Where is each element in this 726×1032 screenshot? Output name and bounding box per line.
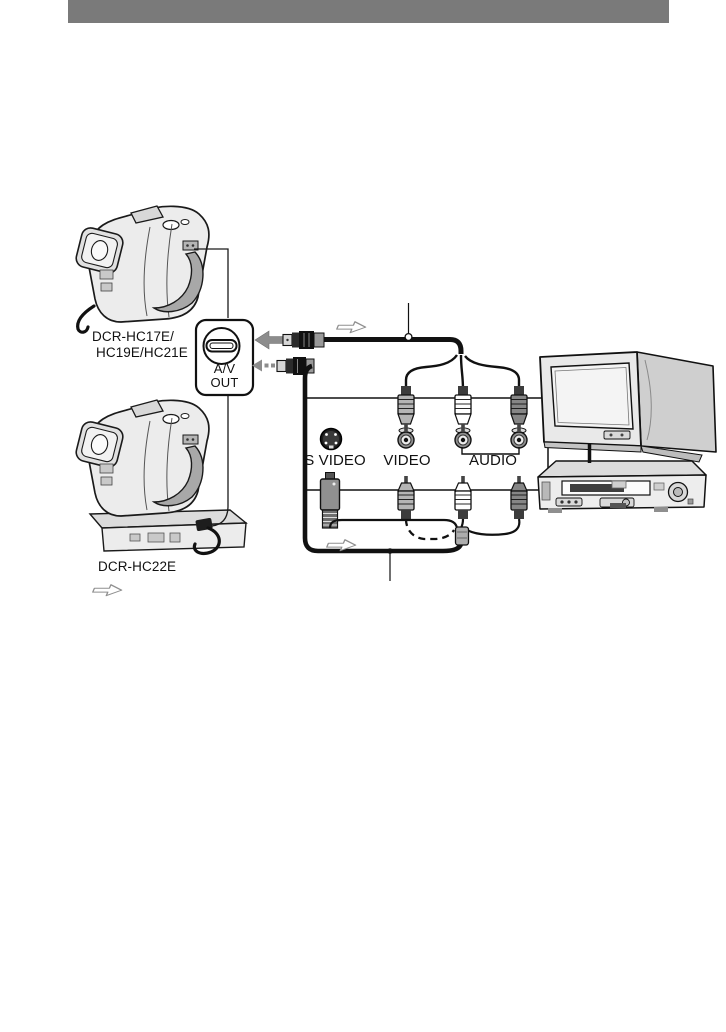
camcorder-bottom-illustration	[73, 399, 210, 517]
s-video-jack-icon	[319, 427, 343, 451]
video-jack-label: VIDEO	[383, 452, 431, 469]
callout-marker-top-cable	[404, 303, 413, 342]
audio-group-bracket	[461, 447, 520, 455]
rca-plug-video-upper	[397, 386, 415, 432]
page-header-bar	[68, 0, 669, 23]
camcorder-bottom-label: DCR-HC22E	[98, 559, 177, 574]
av-cable-top	[324, 337, 521, 391]
cable-junction	[454, 526, 470, 546]
rca-plug-audio-r-upper	[510, 386, 528, 432]
plug-direction-arrow-dotted-icon	[252, 359, 275, 372]
camcorder-top-label-line2: HC19E/HC21E	[96, 345, 188, 360]
av-cable-bottom	[302, 363, 464, 554]
tv-illustration	[539, 351, 717, 463]
av-out-jack-icon	[202, 327, 241, 365]
camcorder-top-cable	[76, 304, 96, 334]
callout-line-bottom-camcorder	[211, 396, 229, 527]
av-plug-top	[282, 331, 325, 349]
video-cable-dashed	[404, 518, 455, 541]
rca-plug-audio-r-lower	[510, 476, 528, 519]
audio-jack-label: AUDIO	[468, 452, 517, 469]
av-out-box	[194, 318, 255, 397]
s-video-cable	[328, 518, 459, 529]
camcorder-top-label: DCR-HC17E/ HC19E/HC21E	[92, 329, 188, 361]
signal-flow-arrow-icon	[334, 321, 369, 334]
av-out-label: A/V OUT	[197, 362, 252, 389]
rca-plug-video-lower	[397, 476, 415, 519]
callout-marker-bottom-cable	[387, 548, 393, 581]
signal-flow-arrow-icon	[90, 584, 125, 597]
rca-plug-audio-l-upper	[454, 386, 472, 432]
vcr-illustration	[537, 460, 707, 513]
camcorder-top-label-line1: DCR-HC17E/	[92, 329, 175, 344]
handycam-station-dock	[88, 509, 248, 552]
av-out-label-line2: OUT	[210, 374, 239, 390]
s-video-jack-label: S VIDEO	[304, 452, 366, 469]
dock-av-plug	[192, 518, 221, 556]
audio-r-cable	[465, 518, 521, 536]
callout-line-top-camcorder	[194, 248, 229, 318]
rca-plug-audio-l-lower	[454, 476, 472, 519]
av-out-label-line1: A/V	[213, 361, 236, 376]
plug-direction-arrow-solid-icon	[254, 330, 284, 350]
